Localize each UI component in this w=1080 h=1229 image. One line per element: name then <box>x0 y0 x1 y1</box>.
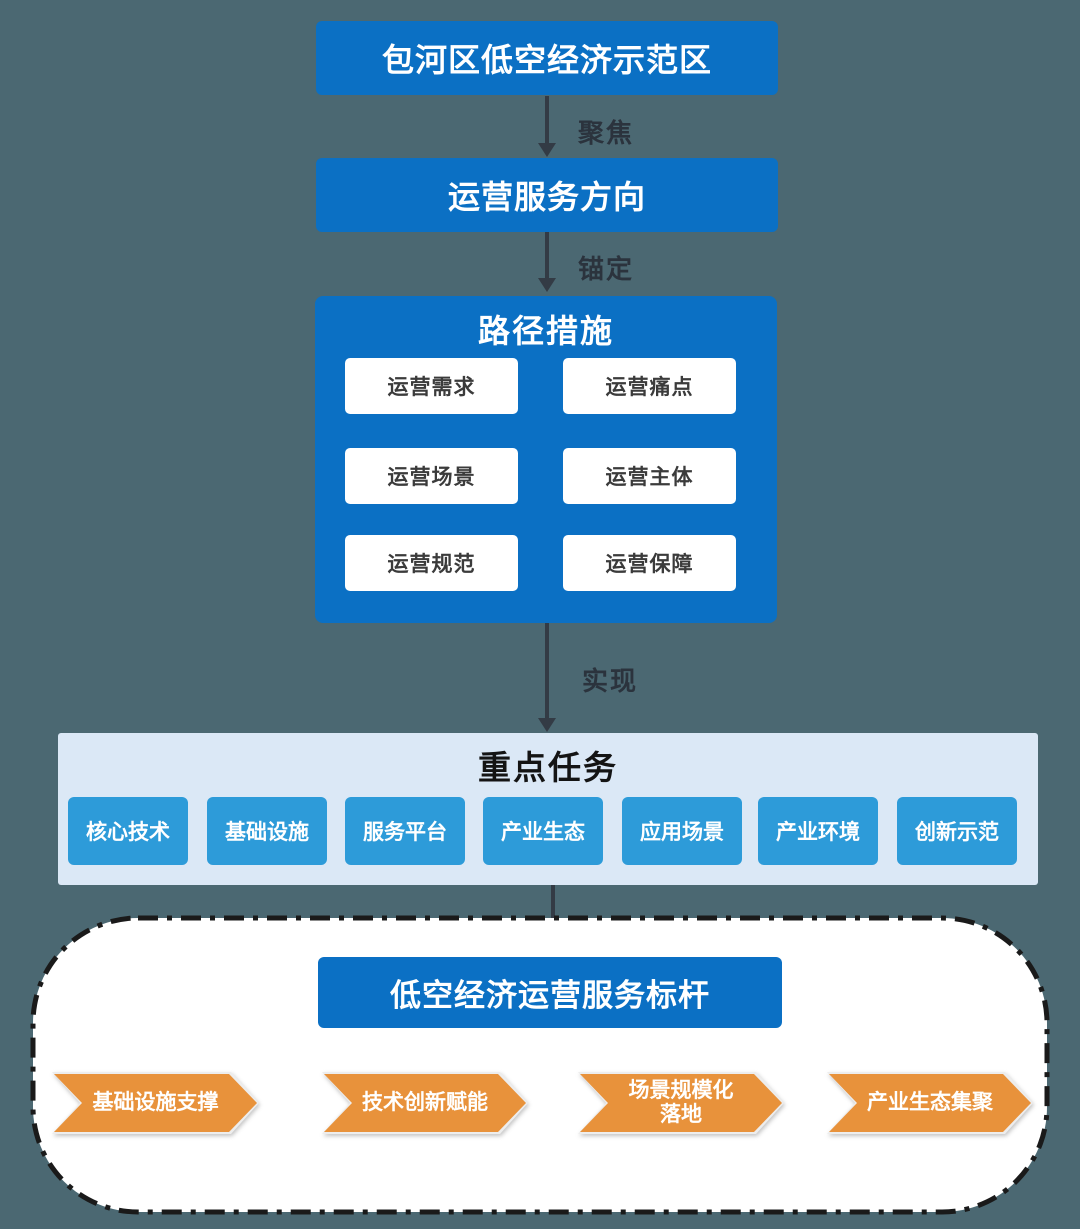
panel-path-measures-title: 路径措施 <box>477 313 614 349</box>
measure-item: 运营主体 <box>563 448 736 504</box>
measure-item: 运营规范 <box>345 535 518 591</box>
pillar-chevron: 场景规模化落地 <box>578 1072 784 1134</box>
panel-path-measures: 路径措施 运营需求 运营痛点 运营场景 运营主体 运营规范 运营保障 <box>315 296 777 623</box>
pillar-label: 基础设施支撑 <box>54 1074 257 1132</box>
node-demonstration-zone-label: 包河区低空经济示范区 <box>381 42 712 78</box>
arrow-down-icon <box>545 96 549 144</box>
pillar-label: 产业生态集聚 <box>829 1074 1031 1132</box>
task-item: 基础设施 <box>207 797 327 865</box>
band-key-tasks-title: 重点任务 <box>478 749 618 786</box>
measure-item: 运营痛点 <box>563 358 736 414</box>
pillar-chevron: 产业生态集聚 <box>827 1072 1033 1134</box>
task-item: 产业环境 <box>758 797 878 865</box>
task-item: 产业生态 <box>483 797 603 865</box>
task-item: 核心技术 <box>68 797 188 865</box>
arrow-label-realize: 实现 <box>582 666 639 696</box>
arrow-down-icon <box>545 232 549 279</box>
arrow-label-focus: 聚焦 <box>578 118 635 148</box>
pillar-chevron: 基础设施支撑 <box>52 1072 259 1134</box>
measure-item: 运营保障 <box>563 535 736 591</box>
measure-item: 运营需求 <box>345 358 518 414</box>
pillar-label: 场景规模化落地 <box>628 1078 734 1126</box>
band-key-tasks: 重点任务 核心技术 基础设施 服务平台 产业生态 应用场景 产业环境 创新示范 <box>58 733 1038 885</box>
arrow-label-anchor: 锚定 <box>578 254 635 284</box>
node-operation-service-direction: 运营服务方向 <box>316 158 778 232</box>
pillar-label: 技术创新赋能 <box>324 1074 526 1132</box>
dashed-result-container <box>30 915 1050 1215</box>
arrow-down-icon <box>545 623 549 719</box>
task-item: 服务平台 <box>345 797 465 865</box>
node-benchmark-label: 低空经济运营服务标杆 <box>390 978 710 1013</box>
pillar-label-wrap: 场景规模化落地 <box>580 1074 782 1132</box>
pillar-chevron: 技术创新赋能 <box>322 1072 528 1134</box>
dashed-border <box>30 915 1050 1215</box>
task-item: 创新示范 <box>897 797 1017 865</box>
node-demonstration-zone: 包河区低空经济示范区 <box>316 21 778 95</box>
arrow-down-icon <box>551 885 555 942</box>
node-benchmark: 低空经济运营服务标杆 <box>318 957 782 1028</box>
task-item: 应用场景 <box>622 797 742 865</box>
node-operation-service-direction-label: 运营服务方向 <box>447 179 646 215</box>
measure-item: 运营场景 <box>345 448 518 504</box>
